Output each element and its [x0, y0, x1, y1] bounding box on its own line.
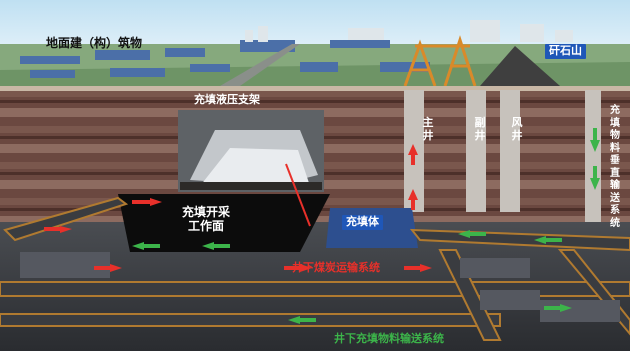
headframes: [403, 35, 477, 87]
surface-buildings-label: 地面建（构）筑物: [46, 36, 143, 50]
vertical-transport-label: 充填物料垂直输送系统: [610, 105, 620, 229]
support-pointer: [285, 163, 311, 227]
surface-buildings: [20, 40, 430, 78]
auxiliary-shaft-label: 副井: [474, 116, 486, 142]
material-transport-arrows: [132, 128, 600, 324]
material-transport-label: 井下充填物料输送系统: [334, 332, 444, 345]
backfill-body-label: 充填体: [342, 215, 383, 230]
coal-transport-arrows: [44, 144, 432, 272]
hydraulic-support-label: 充填液压支架: [194, 93, 260, 106]
main-shaft-label: 主井: [422, 116, 434, 142]
ventilation-shaft-label: 风井: [511, 116, 523, 142]
shafts: [404, 90, 601, 230]
gangue-hill-label: 矸石山: [545, 44, 586, 59]
working-face-label: 充填开采 工作面: [182, 205, 231, 233]
coal-transport-label: 井下煤炭运输系统: [292, 261, 380, 274]
working-face-goaf: [118, 194, 330, 252]
gangue-hill: [480, 46, 560, 86]
